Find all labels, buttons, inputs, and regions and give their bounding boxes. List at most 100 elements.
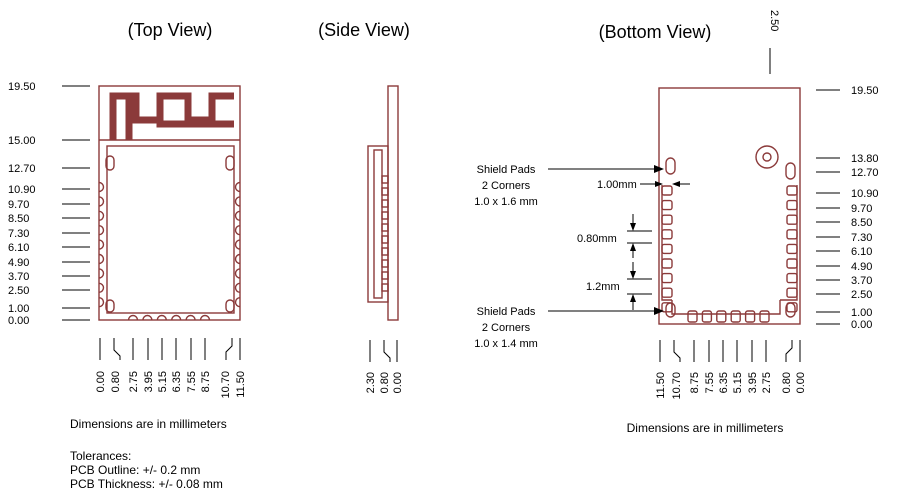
dim-label-x: 11.50: [235, 371, 247, 398]
svg-text:8.50: 8.50: [851, 217, 872, 229]
mounting-ring: [755, 145, 779, 169]
solder-pad: [716, 310, 727, 323]
dim-label-x: 5.15: [157, 371, 169, 392]
solder-pad: [661, 185, 673, 196]
dim-label-x: 7.55: [704, 372, 716, 393]
dimensions-note: Dimensions are in millimeters: [70, 417, 227, 431]
dim-label-x: 6.35: [171, 371, 183, 392]
dim-tick-y: 19.50: [816, 85, 879, 97]
pcb-outline-tolerance: PCB Outline: +/- 0.2 mm: [70, 463, 200, 477]
svg-text:2.50: 2.50: [8, 285, 29, 297]
dim-label-x: 10.70: [220, 371, 232, 399]
dim-tick-y: 3.70: [8, 271, 90, 283]
top-view: [98, 85, 241, 321]
pad-width-label: 1.00mm: [597, 179, 637, 191]
castellation-pad: [234, 297, 241, 308]
svg-text:0.00: 0.00: [8, 315, 29, 327]
top-left-castellations: [98, 181, 105, 308]
side-pad: [381, 175, 389, 184]
bottom-shield-pad: [665, 302, 676, 318]
dim-tick-y: 12.70: [8, 163, 90, 175]
dim-label-x: 3.95: [143, 371, 155, 392]
side-pad: [381, 211, 389, 220]
svg-text:13.80: 13.80: [851, 153, 879, 165]
castellation-pad: [171, 314, 182, 321]
side-view: 2.30 0.80 0.00: [365, 85, 404, 393]
castellation-pad: [234, 239, 241, 250]
castellation-pad: [234, 181, 241, 193]
castellation-pad: [234, 210, 241, 221]
svg-text:9.70: 9.70: [851, 203, 872, 215]
castellation-pad: [98, 225, 105, 236]
callout-line: 2 Corners: [482, 322, 531, 334]
castellation-pad: [234, 253, 241, 265]
bottom-y-labels: 19.50 13.80 12.70 10.90 9.70 8.50 7.30 6…: [816, 85, 879, 331]
dim-tick-y: 9.70: [816, 203, 872, 215]
pad-height-dimension: 1.2mm: [586, 262, 652, 310]
bottom-shield-pad: [785, 162, 796, 180]
dim-tick-y: 12.70: [816, 167, 879, 179]
svg-text:1.00: 1.00: [8, 303, 29, 315]
dim-tick-y: 6.10: [8, 242, 90, 254]
bottom-right-pads: [786, 185, 798, 313]
dim-tick-y: 13.80: [816, 153, 879, 165]
top-y-labels: 19.50 15.00 12.70 10.90 9.70 8.50 7.30 6…: [8, 81, 90, 327]
castellation-pad: [234, 268, 241, 279]
solder-pad: [661, 243, 673, 255]
svg-text:4.90: 4.90: [8, 257, 29, 269]
svg-text:8.50: 8.50: [8, 213, 29, 225]
dim-tick-y: 0.00: [8, 315, 90, 327]
callout-line: 1.0 x 1.6 mm: [474, 196, 538, 208]
dim-tick-y: 9.70: [8, 199, 90, 211]
pad-pitch-dimension: 0.80mm: [577, 214, 652, 258]
castellation-pad: [98, 253, 105, 265]
antenna-trace: [109, 92, 234, 140]
callout-line: Shield Pads: [477, 306, 536, 318]
castellation-pad: [98, 239, 105, 250]
dim-tick-y: 4.90: [816, 261, 872, 273]
side-pad: [381, 187, 389, 196]
dim-label-x: 7.55: [186, 371, 198, 392]
dim-tick-y: 3.70: [816, 275, 872, 287]
side-view-title: (Side View): [318, 20, 410, 40]
side-pad: [381, 199, 389, 208]
bottom-view: [658, 87, 801, 325]
pcb-thickness-tolerance: PCB Thickness: +/- 0.08 mm: [70, 477, 223, 491]
tolerances-heading: Tolerances:: [70, 449, 131, 463]
castellation-pad: [234, 225, 241, 236]
solder-pad: [786, 258, 798, 269]
pad-pitch-label: 0.80mm: [577, 233, 617, 245]
solder-pad: [730, 310, 741, 323]
side-pad: [381, 259, 389, 268]
top-shield-pad: [105, 299, 115, 313]
top-shield-pad: [225, 155, 235, 171]
solder-pad: [786, 185, 798, 196]
svg-text:6.10: 6.10: [851, 246, 872, 258]
dim-label-x: 0.80: [379, 372, 391, 393]
side-castellations: [381, 175, 389, 292]
top-view-outline: [98, 85, 241, 321]
dim-label-x: 5.15: [732, 372, 744, 393]
dim-label-x: 3.95: [747, 372, 759, 393]
top-x-labels: 0.00 0.80 2.75 3.95 5.15 6.35 7.55 8.75 …: [95, 338, 247, 399]
dim-tick-y: 0.00: [816, 319, 872, 331]
svg-text:1.00: 1.00: [851, 307, 872, 319]
castellation-pad: [234, 282, 241, 293]
bottom-view-outline: [658, 87, 801, 325]
dim-label-x: 11.50: [655, 372, 667, 399]
svg-text:7.30: 7.30: [851, 232, 872, 244]
pcb-edge: [387, 85, 399, 321]
castellation-pad: [98, 210, 105, 221]
svg-text:3.70: 3.70: [8, 271, 29, 283]
top-shield-pad: [225, 299, 235, 313]
castellation-pad: [234, 196, 241, 207]
dim-label-2-50: 2.50: [768, 10, 780, 31]
castellation-pad: [185, 314, 196, 321]
svg-text:0.00: 0.00: [851, 319, 872, 331]
castellation-pad: [156, 314, 167, 321]
callout-line: Shield Pads: [477, 164, 536, 176]
solder-pad: [786, 214, 798, 225]
bottom-view-title: (Bottom View): [599, 22, 712, 42]
dim-label-x: 6.35: [718, 372, 730, 393]
dim-tick-y: 7.30: [8, 228, 90, 240]
